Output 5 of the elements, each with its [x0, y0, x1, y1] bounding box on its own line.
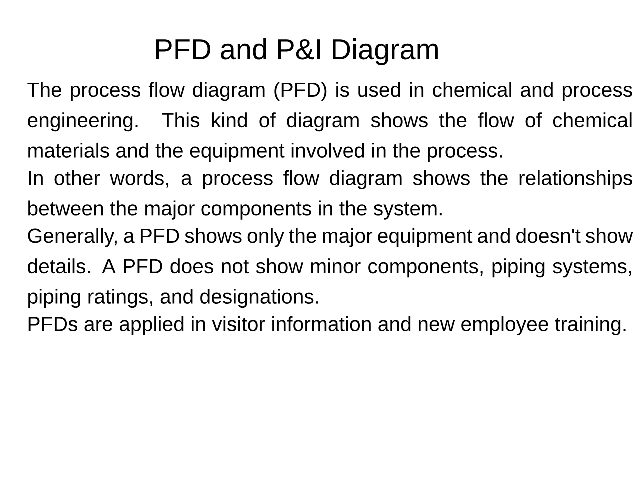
paragraph: The process flow diagram (PFD) is used in chemical and process engineering. This kind of diagram shows the flow of chemical materials and the equipment involved in the process.	[28, 82, 632, 162]
paragraph: In other words, a process flow diagram shows the relationships between the major components in the system.	[28, 170, 632, 220]
paragraph: PFDs are applied in visitor information and new employee training.	[28, 316, 626, 336]
slide-title: PFD and P&I Diagram	[156, 38, 438, 66]
paragraph: Generally, a PFD shows only the major equipment and doesn't show details. A PFD does not show minor components, piping systems, piping ratings, and designations.	[28, 228, 634, 308]
